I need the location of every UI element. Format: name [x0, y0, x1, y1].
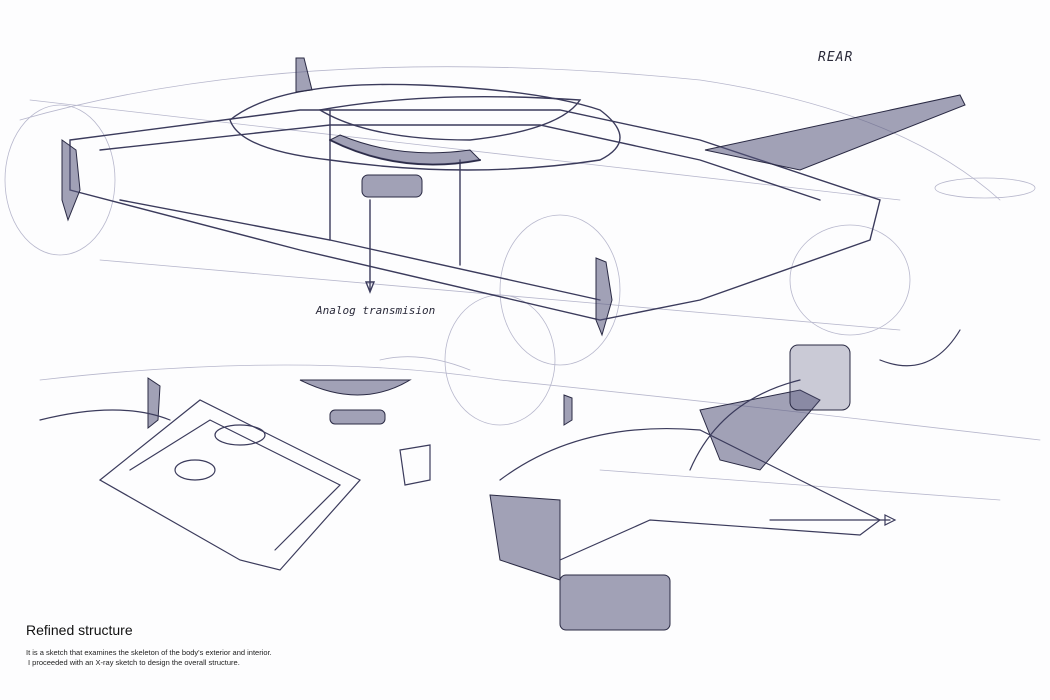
- faint-construction-lines: [4, 66, 1041, 501]
- main-chassis: [69, 83, 881, 321]
- shaded-parts: [61, 57, 966, 631]
- lower-sketches: [39, 329, 961, 571]
- caption-description: It is a sketch that examines the skeleto…: [26, 648, 272, 668]
- analog-transmission-annotation: Analog transmision: [316, 304, 436, 317]
- caption-title: Refined structure: [26, 622, 133, 638]
- caption-line: I proceeded with an X-ray sketch to desi…: [28, 658, 240, 667]
- caption-line: It is a sketch that examines the skeleto…: [26, 648, 272, 657]
- rear-annotation: REAR: [818, 50, 854, 65]
